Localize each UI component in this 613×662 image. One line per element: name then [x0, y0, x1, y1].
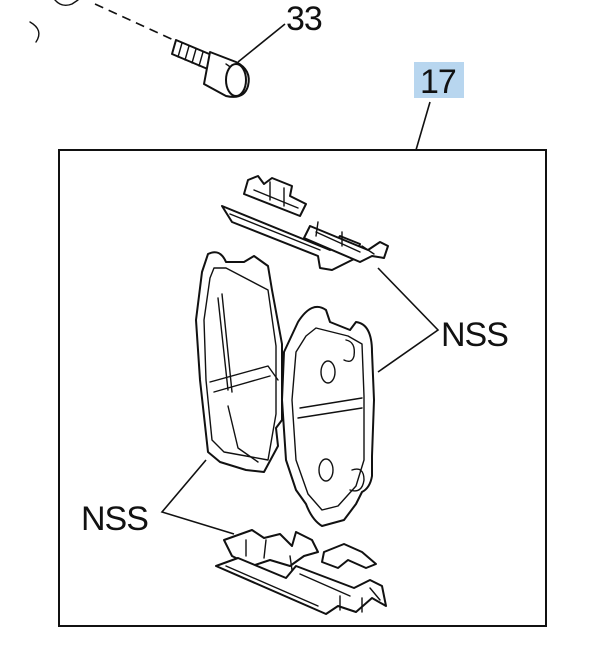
- nss-right-label: NSS: [441, 316, 508, 354]
- bolt-ref-leader: [237, 23, 286, 63]
- shim-clip-top: [221, 175, 389, 271]
- bolt-part: [94, 3, 250, 98]
- bolt-ref-label: 33: [286, 0, 322, 38]
- kit-ref-label: 17: [420, 63, 456, 101]
- nss-right-leader: [377, 267, 440, 373]
- partial-part-top-left: [29, 0, 79, 43]
- kit-ref-leader: [415, 101, 431, 151]
- kit-frame: [58, 149, 547, 627]
- nss-left-label: NSS: [81, 500, 148, 538]
- brake-pad-left: [195, 251, 283, 473]
- nss-left-leader: [160, 459, 235, 535]
- shim-clip-bottom: [215, 529, 387, 615]
- brake-pad-right: [281, 306, 375, 527]
- kit-ref-highlight: [414, 62, 464, 98]
